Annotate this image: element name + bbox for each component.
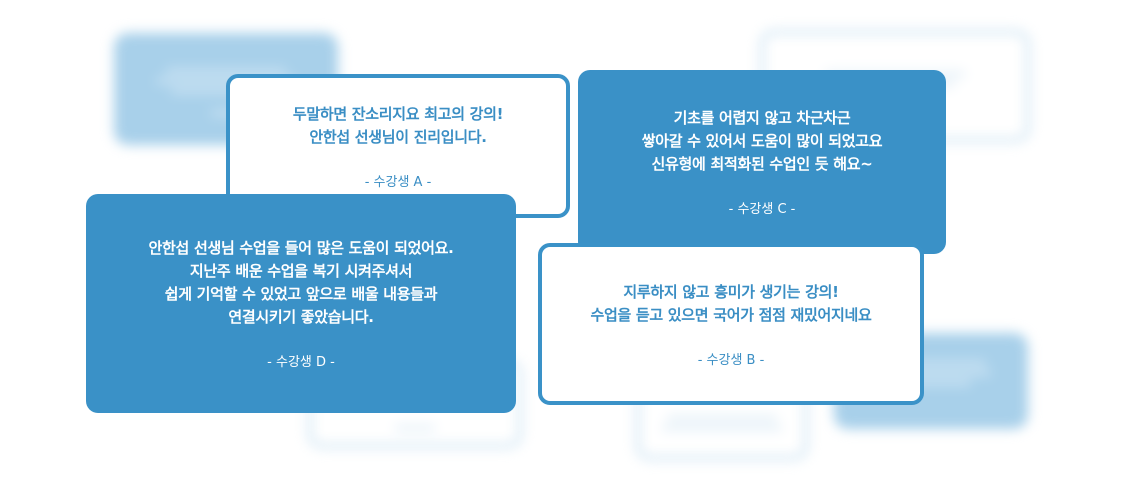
quote-line: 쉽게 기억할 수 있었고 앞으로 배울 내용들과 <box>164 285 438 303</box>
testimonial-card-c: 기초를 어렵지 않고 차근차근 쌓아갈 수 있어서 도움이 많이 되었고요 신유… <box>578 70 946 254</box>
quote-line: 기초를 어렵지 않고 차근차근 <box>673 109 851 127</box>
testimonial-quote: 지루하지 않고 흥미가 생기는 강의! 수업을 듣고 있으면 국어가 점점 재밌… <box>590 281 871 327</box>
quote-line: 두말하면 잔소리지요 최고의 강의! <box>292 104 504 123</box>
testimonial-author: - 수강생 A - <box>364 174 432 190</box>
quote-line: 쌓아갈 수 있어서 도움이 많이 되었고요 <box>641 132 883 150</box>
quote-line: 지난주 배운 수업을 복기 시켜주셔서 <box>189 262 413 280</box>
testimonial-author: - 수강생 C - <box>728 202 796 217</box>
testimonial-quote: 기초를 어렵지 않고 차근차근 쌓아갈 수 있어서 도움이 많이 되었고요 신유… <box>642 107 883 176</box>
testimonial-author: - 수강생 B - <box>697 352 765 368</box>
testimonial-quote: 두말하면 잔소리지요 최고의 강의! 안한섭 선생님이 진리입니다. <box>292 103 504 149</box>
quote-line: 수업을 듣고 있으면 국어가 점점 재밌어지네요 <box>590 305 872 324</box>
quote-line: 신유형에 최적화된 수업인 듯 해요~ <box>651 155 873 173</box>
testimonial-quote: 안한섭 선생님 수업을 들어 많은 도움이 되었어요. 지난주 배운 수업을 복… <box>149 237 454 329</box>
testimonial-card-d: 안한섭 선생님 수업을 들어 많은 도움이 되었어요. 지난주 배운 수업을 복… <box>86 194 516 413</box>
quote-line: 안한섭 선생님 수업을 들어 많은 도움이 되었어요. <box>148 239 454 257</box>
quote-line: 지루하지 않고 흥미가 생기는 강의! <box>623 282 839 301</box>
testimonial-card-b: 지루하지 않고 흥미가 생기는 강의! 수업을 듣고 있으면 국어가 점점 재밌… <box>538 243 924 405</box>
testimonial-author: - 수강생 D - <box>267 355 335 370</box>
quote-line: 안한섭 선생님이 진리입니다. <box>309 127 487 146</box>
quote-line: 연결시키기 좋았습니다. <box>228 308 374 326</box>
